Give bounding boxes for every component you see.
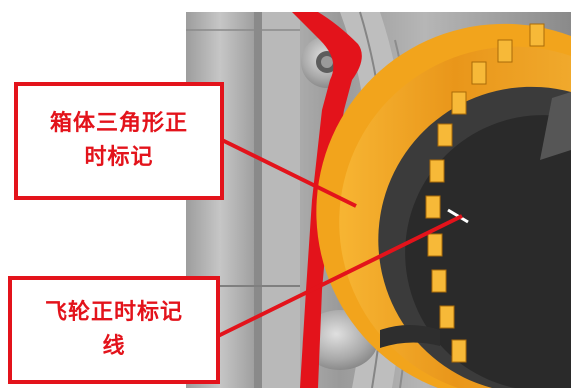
leader-line-housing (221, 138, 357, 208)
flywheel-mark-callout: 飞轮正时标记 线 (8, 276, 220, 384)
flywheel-mark-label-line1: 飞轮正时标记 (44, 300, 183, 325)
housing-mark-callout: 箱体三角形正 时标记 (14, 82, 224, 200)
flywheel-mark-label-line2: 线 (102, 334, 126, 359)
cable (380, 325, 440, 348)
housing-mark-label-line2: 时标记 (84, 145, 154, 170)
leader-line-flywheel (217, 214, 463, 338)
housing-mark-label-line1: 箱体三角形正 (49, 111, 188, 136)
